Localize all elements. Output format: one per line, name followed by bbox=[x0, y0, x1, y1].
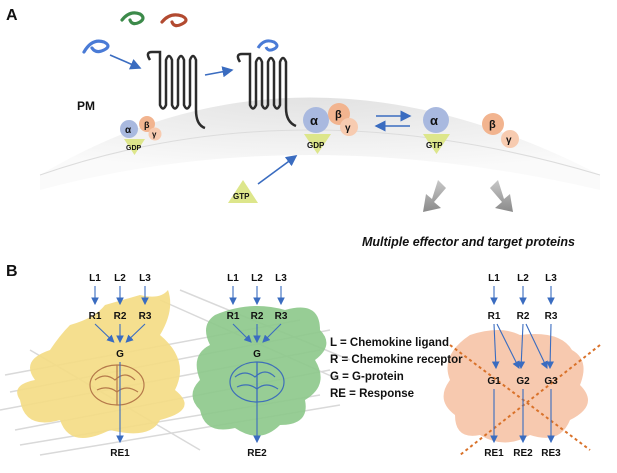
svg-text:β: β bbox=[335, 109, 342, 121]
receptor-label: R3 bbox=[275, 311, 288, 322]
gprotein-label: G1 bbox=[487, 376, 501, 387]
response-label: RE1 bbox=[484, 448, 504, 459]
ligand-label: L3 bbox=[545, 273, 557, 284]
ligand-label: L1 bbox=[89, 273, 101, 284]
cell-2-body bbox=[192, 306, 327, 436]
svg-text:α: α bbox=[125, 125, 132, 136]
legend-item: R = Chemokine receptor bbox=[330, 354, 463, 366]
legend-item: RE = Response bbox=[330, 388, 414, 400]
gprotein-label: G bbox=[116, 349, 124, 360]
svg-text:β: β bbox=[489, 119, 496, 131]
response-label: RE2 bbox=[513, 448, 533, 459]
receptor-label: R2 bbox=[517, 311, 530, 322]
brain-icon bbox=[89, 364, 145, 406]
signal-arrow bbox=[517, 323, 526, 370]
signal-arrow bbox=[94, 323, 115, 343]
signal-arrow bbox=[525, 323, 548, 369]
g-protein-receptor-bound: α β γ GDP bbox=[303, 103, 358, 154]
legend-item: G = G-protein bbox=[330, 371, 404, 383]
cell-3-body bbox=[443, 330, 588, 443]
panel-a-label: A bbox=[6, 7, 18, 24]
svg-text:γ: γ bbox=[506, 135, 512, 146]
svg-text:GDP: GDP bbox=[126, 145, 142, 152]
gprotein-label: G bbox=[253, 349, 261, 360]
effector-arrow bbox=[490, 180, 513, 212]
ligand-label: L2 bbox=[251, 273, 263, 284]
ligand-label: L1 bbox=[227, 273, 239, 284]
signal-arrow bbox=[232, 323, 252, 343]
gtp-triangle: GTP bbox=[228, 180, 258, 203]
ligand-label: L3 bbox=[275, 273, 287, 284]
signal-arrow bbox=[125, 323, 146, 343]
svg-text:β: β bbox=[144, 120, 150, 130]
effector-arrow bbox=[423, 180, 446, 212]
svg-text:γ: γ bbox=[152, 130, 157, 139]
receptor-label: R2 bbox=[251, 311, 264, 322]
response-label: RE2 bbox=[247, 448, 267, 459]
binding-arrow bbox=[109, 54, 142, 70]
activation-arrow bbox=[204, 66, 234, 78]
signal-arrow bbox=[262, 323, 282, 343]
receptor-icon bbox=[146, 50, 206, 130]
svg-text:GDP: GDP bbox=[307, 141, 325, 150]
bound-ligand-icon bbox=[256, 39, 279, 52]
signal-arrow bbox=[496, 323, 520, 369]
legend: L = Chemokine ligand R = Chemokine recep… bbox=[330, 337, 463, 400]
response-label: RE1 bbox=[110, 448, 130, 459]
membrane-label: PM bbox=[77, 99, 95, 113]
effector-caption: Multiple effector and target proteins bbox=[362, 235, 575, 249]
g-protein-inactive: α β γ GDP bbox=[120, 116, 162, 155]
receptor-label: R2 bbox=[114, 311, 127, 322]
ligand-label: L1 bbox=[488, 273, 500, 284]
receptor-label: R3 bbox=[139, 311, 152, 322]
signal-arrow bbox=[491, 323, 500, 370]
svg-text:α: α bbox=[310, 113, 318, 128]
response-label: RE3 bbox=[541, 448, 561, 459]
legend-item: L = Chemokine ligand bbox=[330, 337, 449, 349]
gtp-exchange-arrow bbox=[257, 155, 298, 185]
strike-line bbox=[449, 344, 591, 451]
receptor-label: R3 bbox=[545, 311, 558, 322]
receptor-label: R1 bbox=[488, 311, 501, 322]
receptor-icon bbox=[236, 52, 297, 128]
ligand-label: L3 bbox=[139, 273, 151, 284]
svg-text:GTP: GTP bbox=[426, 141, 443, 150]
signal-arrow bbox=[546, 323, 554, 370]
alpha-gtp: α GTP bbox=[423, 107, 450, 154]
svg-text:GTP: GTP bbox=[233, 192, 250, 201]
gprotein-label: G2 bbox=[516, 376, 530, 387]
cell-1-body bbox=[17, 290, 185, 438]
svg-text:α: α bbox=[430, 113, 438, 128]
ligand-label: L2 bbox=[114, 273, 126, 284]
gprotein-label: G3 bbox=[544, 376, 558, 387]
receptor-label: R1 bbox=[227, 311, 240, 322]
ligand-icon bbox=[82, 11, 188, 54]
svg-text:γ: γ bbox=[345, 123, 351, 134]
receptor-label: R1 bbox=[89, 311, 102, 322]
beta-gamma-dimer: β γ bbox=[482, 113, 519, 148]
panel-b-label: B bbox=[6, 263, 18, 280]
ligand-label: L2 bbox=[517, 273, 529, 284]
